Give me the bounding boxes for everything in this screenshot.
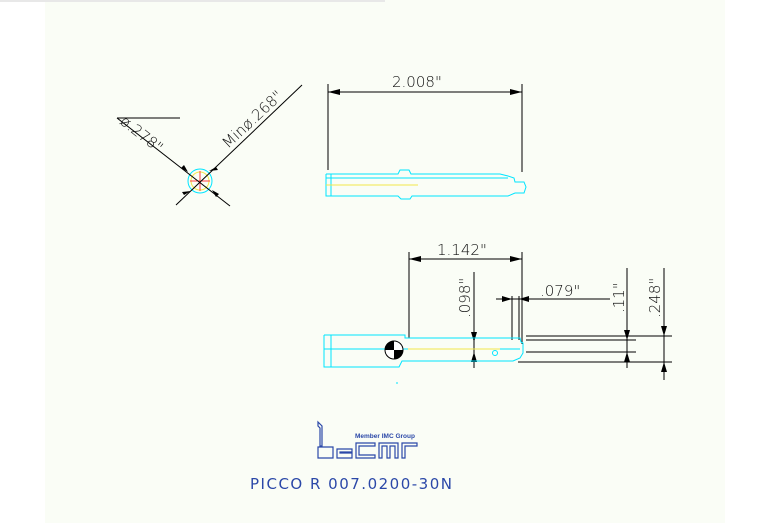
dim-098-arrow-top	[471, 332, 477, 342]
dim-079-arrow-left	[502, 296, 512, 302]
detail-view: 1.142" .098" .079" .11" .248"	[323, 241, 672, 384]
min-diameter-arrow-1	[182, 191, 191, 195]
top-edge	[0, 0, 385, 2]
min-diameter-arrow-2	[209, 167, 218, 171]
dim-11-label: .11"	[610, 282, 628, 313]
detail-view-hole	[492, 350, 498, 356]
end-view-circle	[187, 168, 213, 194]
iscar-logo: Member IMC Group	[317, 420, 418, 459]
overall-length-label: 2.008"	[392, 73, 442, 91]
length-arrow-left	[328, 89, 340, 95]
member-imc-group-text: Member IMC Group	[355, 433, 415, 440]
detail-length-label: 1.142"	[437, 241, 487, 259]
detail-length-arrow-right	[510, 256, 522, 262]
dim-079-arrow-right	[519, 296, 529, 302]
diameter-arrow-2	[212, 190, 219, 197]
center-of-gravity-icon	[384, 340, 404, 360]
diameter-leader	[116, 117, 231, 207]
detail-length-arrow-left	[409, 256, 421, 262]
background-panel	[45, 0, 725, 523]
min-diameter-leader	[175, 84, 303, 206]
dim-098-arrow-bottom	[471, 352, 477, 362]
dim-248-label: .248"	[646, 278, 664, 318]
diameter-arrow-1	[181, 165, 188, 172]
dim-11-arrow-bottom	[624, 352, 630, 362]
length-arrow-right	[510, 89, 522, 95]
side-view-outline	[325, 169, 527, 200]
side-view: 2.008"	[325, 73, 527, 200]
dim-11-arrow-top	[624, 330, 630, 340]
dim-248-arrow-bottom	[661, 362, 667, 372]
dim-079-label: .079"	[540, 282, 580, 300]
dim-248-arrow-top	[661, 326, 667, 336]
detail-view-outline	[323, 334, 524, 368]
part-number: PICCO R 007.0200-30N	[250, 475, 453, 493]
dim-098-label: .098"	[456, 278, 474, 318]
